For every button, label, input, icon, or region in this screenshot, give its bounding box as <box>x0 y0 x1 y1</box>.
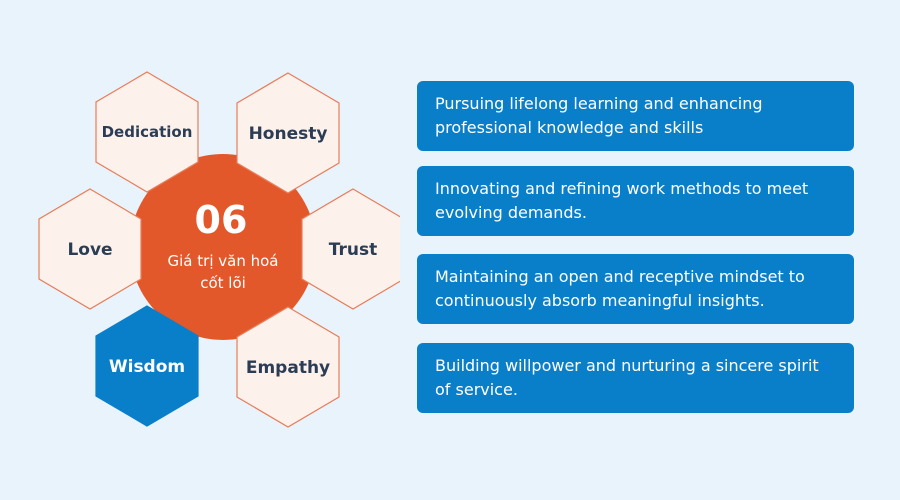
value-card-1: Pursuing lifelong learning and enhancing… <box>417 81 854 151</box>
center-title-line2: cốt lõi <box>200 274 246 292</box>
value-card-2-text: Innovating and refining work methods to … <box>435 179 809 222</box>
hex-love <box>38 188 142 310</box>
hex-label-empathy: Empathy <box>246 358 330 378</box>
hex-wisdom <box>95 305 199 427</box>
value-card-3: Maintaining an open and receptive mindse… <box>417 254 854 324</box>
value-card-1-text: Pursuing lifelong learning and enhancing… <box>435 94 763 137</box>
core-values-diagram: Dedication Honesty Love Trust Wisdom Emp… <box>38 71 400 428</box>
hex-trust <box>301 188 400 310</box>
hex-label-trust: Trust <box>329 240 377 260</box>
hex-dedication <box>95 71 199 193</box>
hex-label-honesty: Honesty <box>249 124 328 144</box>
hex-empathy <box>236 306 340 428</box>
center-title-line1: Giá trị văn hoá <box>168 252 279 270</box>
hex-label-dedication: Dedication <box>102 123 193 141</box>
value-card-3-text: Maintaining an open and receptive mindse… <box>435 267 805 310</box>
hex-honesty <box>236 72 340 194</box>
center-number: 06 <box>195 198 248 242</box>
hex-label-wisdom: Wisdom <box>109 357 185 377</box>
hex-label-love: Love <box>67 240 112 260</box>
value-card-4: Building willpower and nurturing a since… <box>417 343 854 413</box>
center-circle <box>130 154 316 340</box>
value-card-4-text: Building willpower and nurturing a since… <box>435 356 819 399</box>
value-card-2: Innovating and refining work methods to … <box>417 166 854 236</box>
